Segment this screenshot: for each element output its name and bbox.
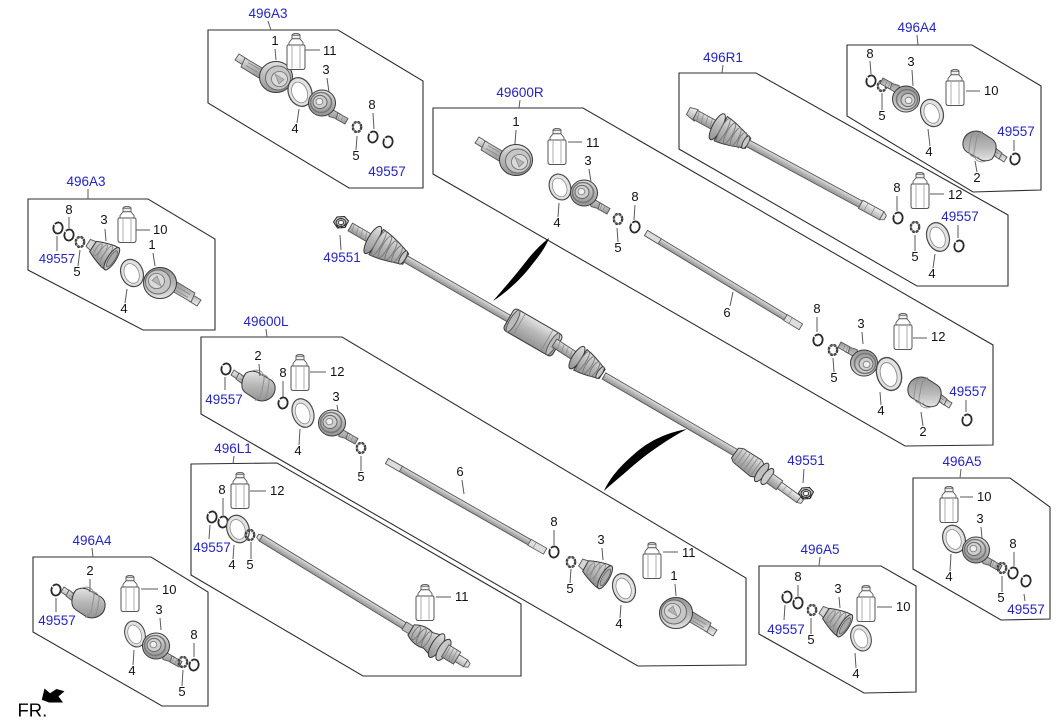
- svg-text:4: 4: [228, 557, 235, 572]
- svg-text:1: 1: [271, 33, 278, 48]
- svg-text:6: 6: [723, 305, 730, 320]
- svg-text:5: 5: [246, 557, 253, 572]
- svg-text:3: 3: [976, 511, 983, 526]
- svg-text:49557: 49557: [949, 384, 987, 399]
- svg-text:4: 4: [553, 215, 560, 230]
- svg-text:4: 4: [120, 301, 127, 316]
- svg-text:11: 11: [586, 135, 600, 150]
- svg-text:FR.: FR.: [18, 700, 48, 721]
- svg-text:3: 3: [834, 581, 841, 596]
- svg-text:8: 8: [813, 301, 820, 316]
- svg-text:11: 11: [455, 589, 469, 604]
- svg-text:496R1: 496R1: [703, 50, 743, 65]
- svg-text:49557: 49557: [767, 622, 805, 637]
- svg-text:3: 3: [100, 212, 107, 227]
- svg-text:3: 3: [332, 389, 339, 404]
- svg-text:8: 8: [550, 514, 557, 529]
- svg-text:3: 3: [322, 62, 329, 77]
- svg-text:4: 4: [294, 443, 301, 458]
- svg-text:5: 5: [614, 240, 621, 255]
- svg-text:4: 4: [615, 616, 622, 631]
- svg-text:8: 8: [1009, 536, 1016, 551]
- svg-text:5: 5: [73, 264, 80, 279]
- svg-text:12: 12: [270, 483, 284, 498]
- svg-text:2: 2: [86, 563, 93, 578]
- svg-text:8: 8: [279, 365, 286, 380]
- svg-text:11: 11: [682, 545, 696, 560]
- svg-text:8: 8: [893, 180, 900, 195]
- svg-text:496A5: 496A5: [942, 454, 981, 469]
- svg-text:49551: 49551: [323, 250, 361, 265]
- svg-text:10: 10: [977, 489, 991, 504]
- svg-text:3: 3: [907, 54, 914, 69]
- svg-text:3: 3: [597, 532, 604, 547]
- svg-text:5: 5: [807, 632, 814, 647]
- svg-text:12: 12: [330, 364, 344, 379]
- svg-text:10: 10: [162, 582, 176, 597]
- svg-text:49557: 49557: [1007, 602, 1045, 617]
- svg-text:8: 8: [794, 569, 801, 584]
- svg-text:4: 4: [852, 666, 859, 681]
- svg-text:8: 8: [190, 627, 197, 642]
- svg-text:1: 1: [670, 568, 677, 583]
- svg-text:10: 10: [153, 222, 167, 237]
- svg-text:496L1: 496L1: [214, 441, 252, 456]
- svg-text:5: 5: [352, 148, 359, 163]
- svg-text:8: 8: [218, 482, 225, 497]
- svg-text:5: 5: [830, 370, 837, 385]
- svg-text:49551: 49551: [787, 453, 825, 468]
- svg-text:5: 5: [357, 469, 364, 484]
- svg-text:49600L: 49600L: [243, 314, 289, 329]
- svg-text:3: 3: [857, 316, 864, 331]
- svg-text:2: 2: [919, 424, 926, 439]
- svg-text:4: 4: [928, 266, 935, 281]
- svg-text:496A4: 496A4: [72, 533, 112, 548]
- svg-text:4: 4: [877, 403, 884, 418]
- svg-text:496A4: 496A4: [897, 20, 937, 35]
- svg-text:2: 2: [973, 170, 980, 185]
- svg-text:11: 11: [323, 43, 337, 58]
- svg-text:8: 8: [368, 97, 375, 112]
- svg-text:8: 8: [866, 46, 873, 61]
- svg-text:6: 6: [456, 464, 463, 479]
- svg-text:496A3: 496A3: [66, 174, 105, 189]
- svg-text:1: 1: [148, 237, 155, 252]
- svg-text:2: 2: [254, 348, 261, 363]
- svg-text:49557: 49557: [205, 392, 243, 407]
- svg-text:5: 5: [178, 684, 185, 699]
- svg-text:49557: 49557: [997, 124, 1035, 139]
- svg-text:5: 5: [911, 249, 918, 264]
- svg-text:496A3: 496A3: [248, 6, 287, 21]
- svg-text:3: 3: [155, 602, 162, 617]
- svg-text:3: 3: [584, 153, 591, 168]
- svg-text:49557: 49557: [941, 209, 979, 224]
- svg-text:49557: 49557: [39, 251, 75, 266]
- svg-text:12: 12: [948, 187, 962, 202]
- svg-text:49557: 49557: [38, 613, 76, 628]
- svg-text:5: 5: [566, 581, 573, 596]
- svg-text:10: 10: [984, 83, 998, 98]
- svg-text:1: 1: [512, 114, 519, 129]
- svg-text:49557: 49557: [193, 540, 231, 555]
- svg-text:4: 4: [128, 663, 135, 678]
- svg-text:10: 10: [896, 599, 910, 614]
- svg-text:4: 4: [291, 121, 298, 136]
- svg-text:12: 12: [931, 329, 945, 344]
- svg-text:4: 4: [945, 569, 952, 584]
- svg-text:496A5: 496A5: [800, 542, 839, 557]
- svg-text:4: 4: [925, 144, 932, 159]
- svg-text:5: 5: [997, 590, 1004, 605]
- svg-text:5: 5: [878, 108, 885, 123]
- svg-text:49600R: 49600R: [496, 85, 544, 100]
- svg-text:49557: 49557: [368, 164, 406, 179]
- svg-text:8: 8: [65, 202, 72, 217]
- svg-text:8: 8: [631, 189, 638, 204]
